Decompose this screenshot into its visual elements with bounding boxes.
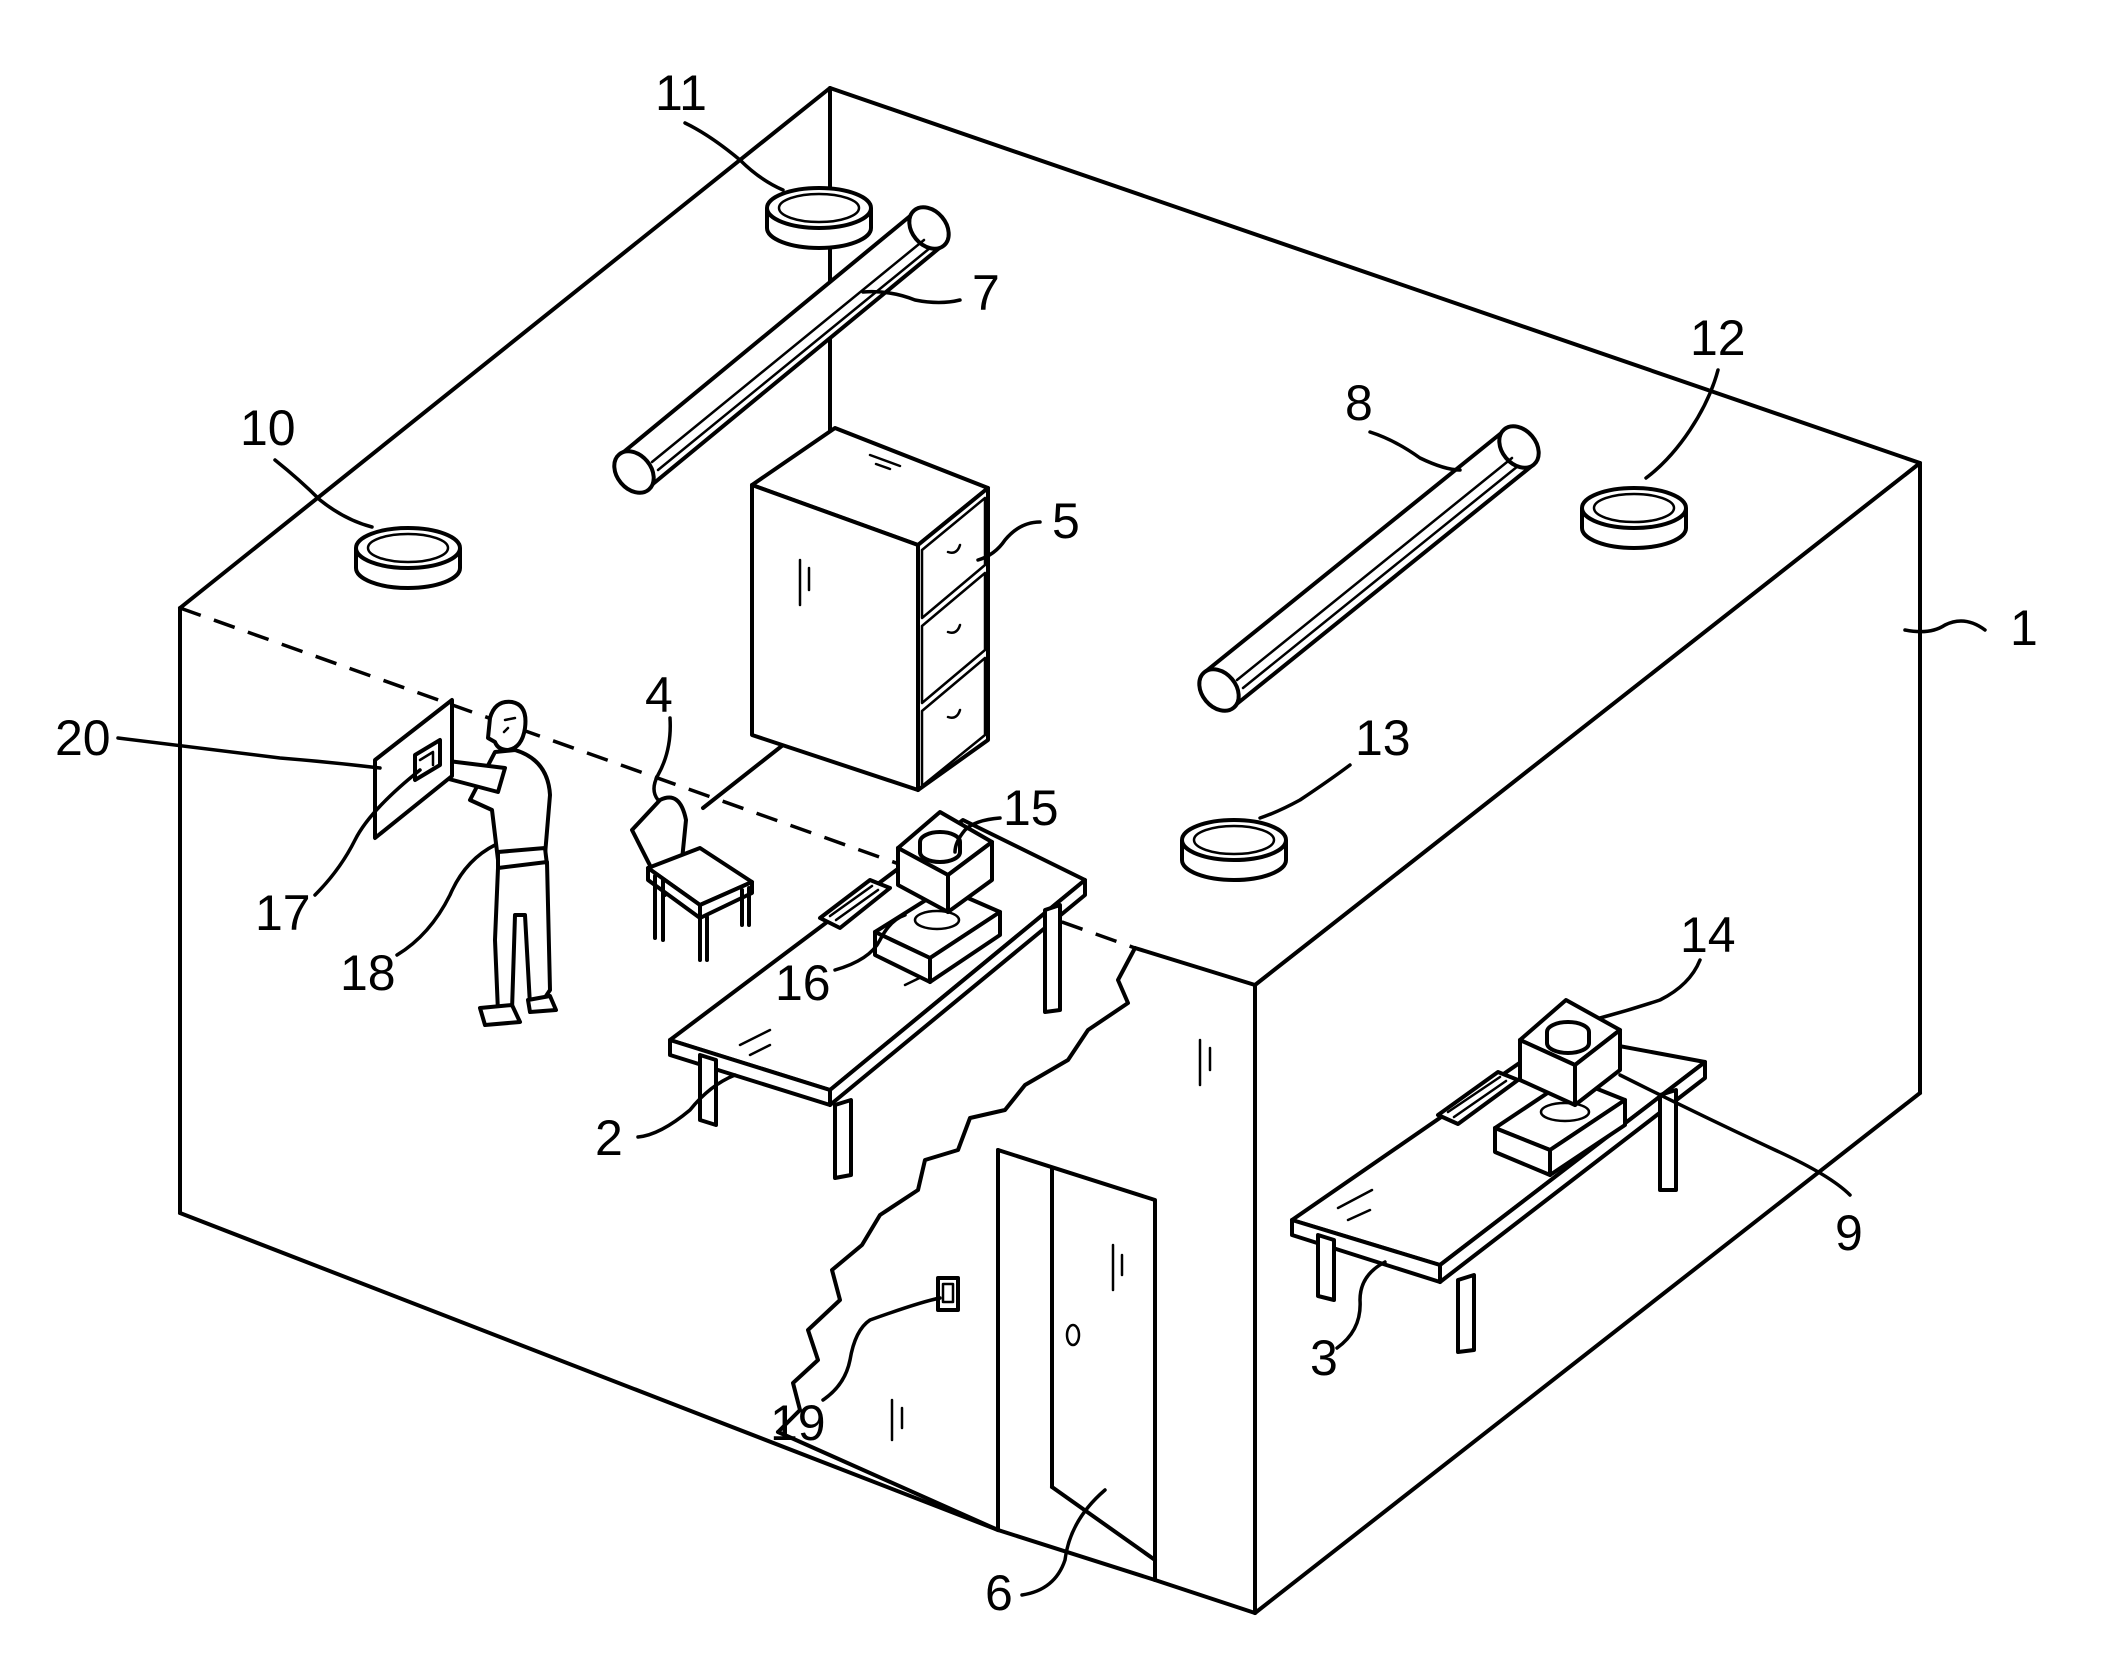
ceiling-fixture-13 [1182,820,1286,880]
label-12: 12 [1690,310,1746,366]
label-15: 15 [1003,780,1059,836]
filing-cabinet [752,428,988,790]
label-14: 14 [1680,907,1736,963]
label-1: 1 [2010,600,2038,656]
label-16: 16 [775,955,831,1011]
wall-panel [375,700,452,838]
door [998,1150,1155,1580]
label-2: 2 [595,1110,623,1166]
label-8: 8 [1345,375,1373,431]
label-3: 3 [1310,1330,1338,1386]
label-18: 18 [340,945,396,1001]
label-7: 7 [972,265,1000,321]
wall-switch [938,1278,958,1310]
label-13: 13 [1355,710,1411,766]
label-6: 6 [985,1565,1013,1621]
label-20: 20 [55,710,111,766]
light-tube-right [1191,418,1547,718]
ceiling-fixture-12 [1582,488,1686,548]
ceiling-fixture-10 [356,528,460,588]
label-5: 5 [1052,493,1080,549]
label-9: 9 [1835,1205,1863,1261]
label-17: 17 [255,885,311,941]
label-4: 4 [645,667,673,723]
ceiling-fixture-11 [767,188,871,248]
label-10: 10 [240,400,296,456]
label-11: 11 [655,65,707,121]
chair [632,798,752,961]
label-19: 19 [770,1395,826,1451]
